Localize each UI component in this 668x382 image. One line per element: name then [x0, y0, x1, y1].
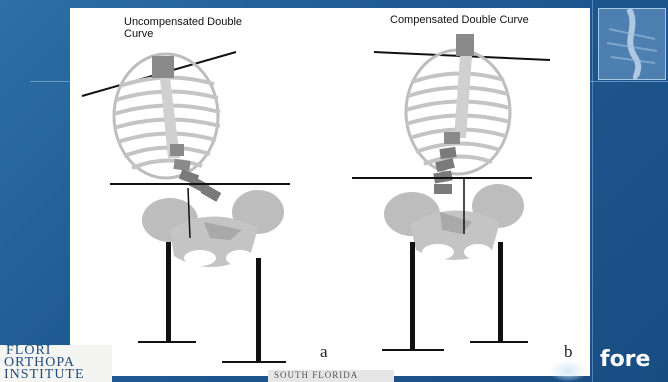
spine-thumbnail-image — [598, 8, 666, 80]
header-rule-right — [590, 81, 668, 82]
side-rule — [592, 0, 593, 382]
decorative-glow — [548, 360, 588, 382]
left-diagram-letter: a — [320, 342, 328, 362]
logo-center-text: SOUTH FLORIDA — [274, 370, 358, 380]
right-skeleton — [352, 34, 550, 350]
fore-logo: fore — [600, 347, 664, 379]
fore-logo-text: fore — [600, 347, 650, 372]
university-south-florida-logo: SOUTH FLORIDA — [268, 370, 394, 382]
left-skeleton — [82, 52, 290, 362]
right-diagram-title: Compensated Double Curve — [390, 14, 530, 26]
left-diagram-title: Uncompensated Double Curve — [124, 16, 274, 40]
right-diagram-letter: b — [564, 342, 573, 362]
florida-orthopaedic-institute-logo: FLORI ORTHOPA INSTITUTE — [0, 345, 112, 382]
skeleton-illustration — [70, 8, 590, 376]
logo-left-line3: INSTITUTE — [4, 367, 85, 382]
spine-diagram-figure: Uncompensated Double Curve Compensated D… — [70, 8, 590, 376]
